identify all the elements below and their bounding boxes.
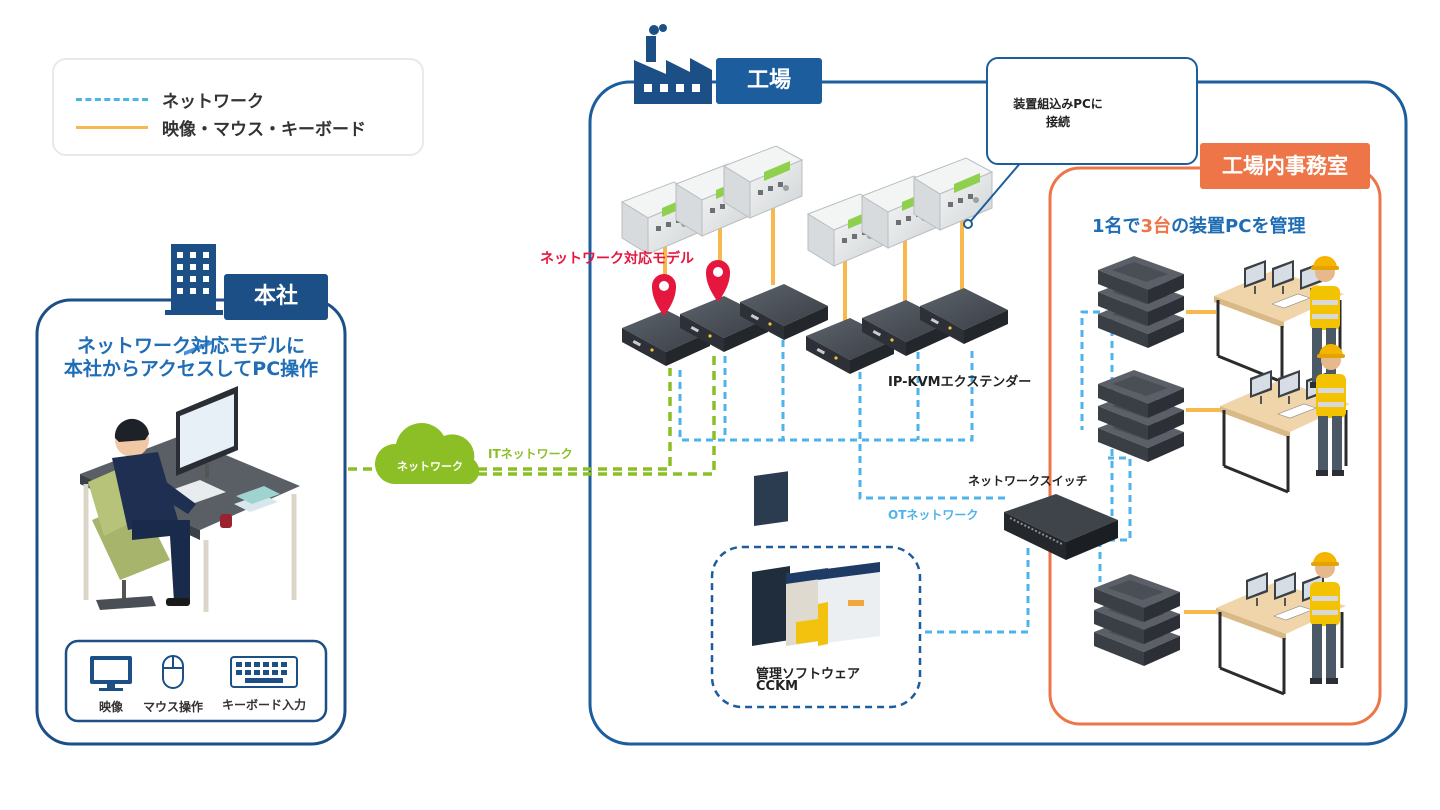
keyboard-label: キーボード入力 — [221, 698, 306, 712]
monitor-icon — [90, 656, 132, 691]
network-switch — [1004, 494, 1118, 560]
cloud-label: ネットワーク — [397, 460, 463, 473]
mouse-icon — [162, 655, 184, 689]
network-cloud — [374, 423, 480, 484]
mouse-label: マウス操作 — [142, 700, 203, 714]
office-headline-c: の装置PCを管理 — [1171, 216, 1306, 237]
network-model-label: ネットワーク対応モデル — [540, 251, 694, 267]
location-pin-icon — [706, 260, 730, 302]
software-screens-icon — [752, 471, 880, 646]
legend-av-swatch — [76, 126, 148, 129]
office-tag: 工場内事務室 — [1200, 143, 1370, 189]
legend-network-swatch — [76, 98, 148, 101]
callout-line2: 接続 — [1045, 115, 1070, 129]
software-line2: CCKM — [756, 679, 799, 694]
legend: ネットワーク 映像・マウス・キーボード — [52, 58, 424, 156]
callout-line1: 装置組込みPCに — [1013, 97, 1103, 111]
switch-label: ネットワークスイッチ — [968, 474, 1088, 488]
office-headline: 1名で3台の装置PCを管理 — [1092, 212, 1305, 238]
software-line1: 管理ソフトウェア — [756, 667, 861, 682]
factory-tag: 工場 — [716, 58, 822, 104]
it-network-lines — [348, 350, 716, 476]
extender-label: IP-KVMエクステンダー — [888, 375, 1032, 390]
ot-network-label: OTネットワーク — [888, 508, 979, 522]
it-network-label: ITネットワーク — [488, 447, 573, 461]
location-pin-icon — [652, 274, 676, 316]
hq-tag: 本社 — [224, 274, 328, 320]
legend-av-label: 映像・マウス・キーボード — [162, 120, 366, 140]
embedded-pc-callout — [986, 57, 1198, 165]
ot-network-lines — [678, 310, 1132, 634]
hq-title-line1: ネットワーク対応モデルに — [76, 335, 305, 357]
office-av-lines — [1184, 310, 1222, 614]
office-headline-b: 3台 — [1140, 216, 1172, 237]
video-label: 映像 — [98, 700, 123, 714]
office-headline-a: 1名で — [1092, 216, 1141, 237]
hq-workstation — [80, 340, 300, 612]
factory-icon — [634, 24, 712, 104]
callout-connector — [969, 160, 1023, 223]
building-icon — [165, 244, 223, 315]
keyboard-icon — [230, 656, 298, 688]
hq-title-line2: 本社からアクセスしてPC操作 — [63, 358, 319, 380]
legend-network-label: ネットワーク — [162, 92, 264, 112]
